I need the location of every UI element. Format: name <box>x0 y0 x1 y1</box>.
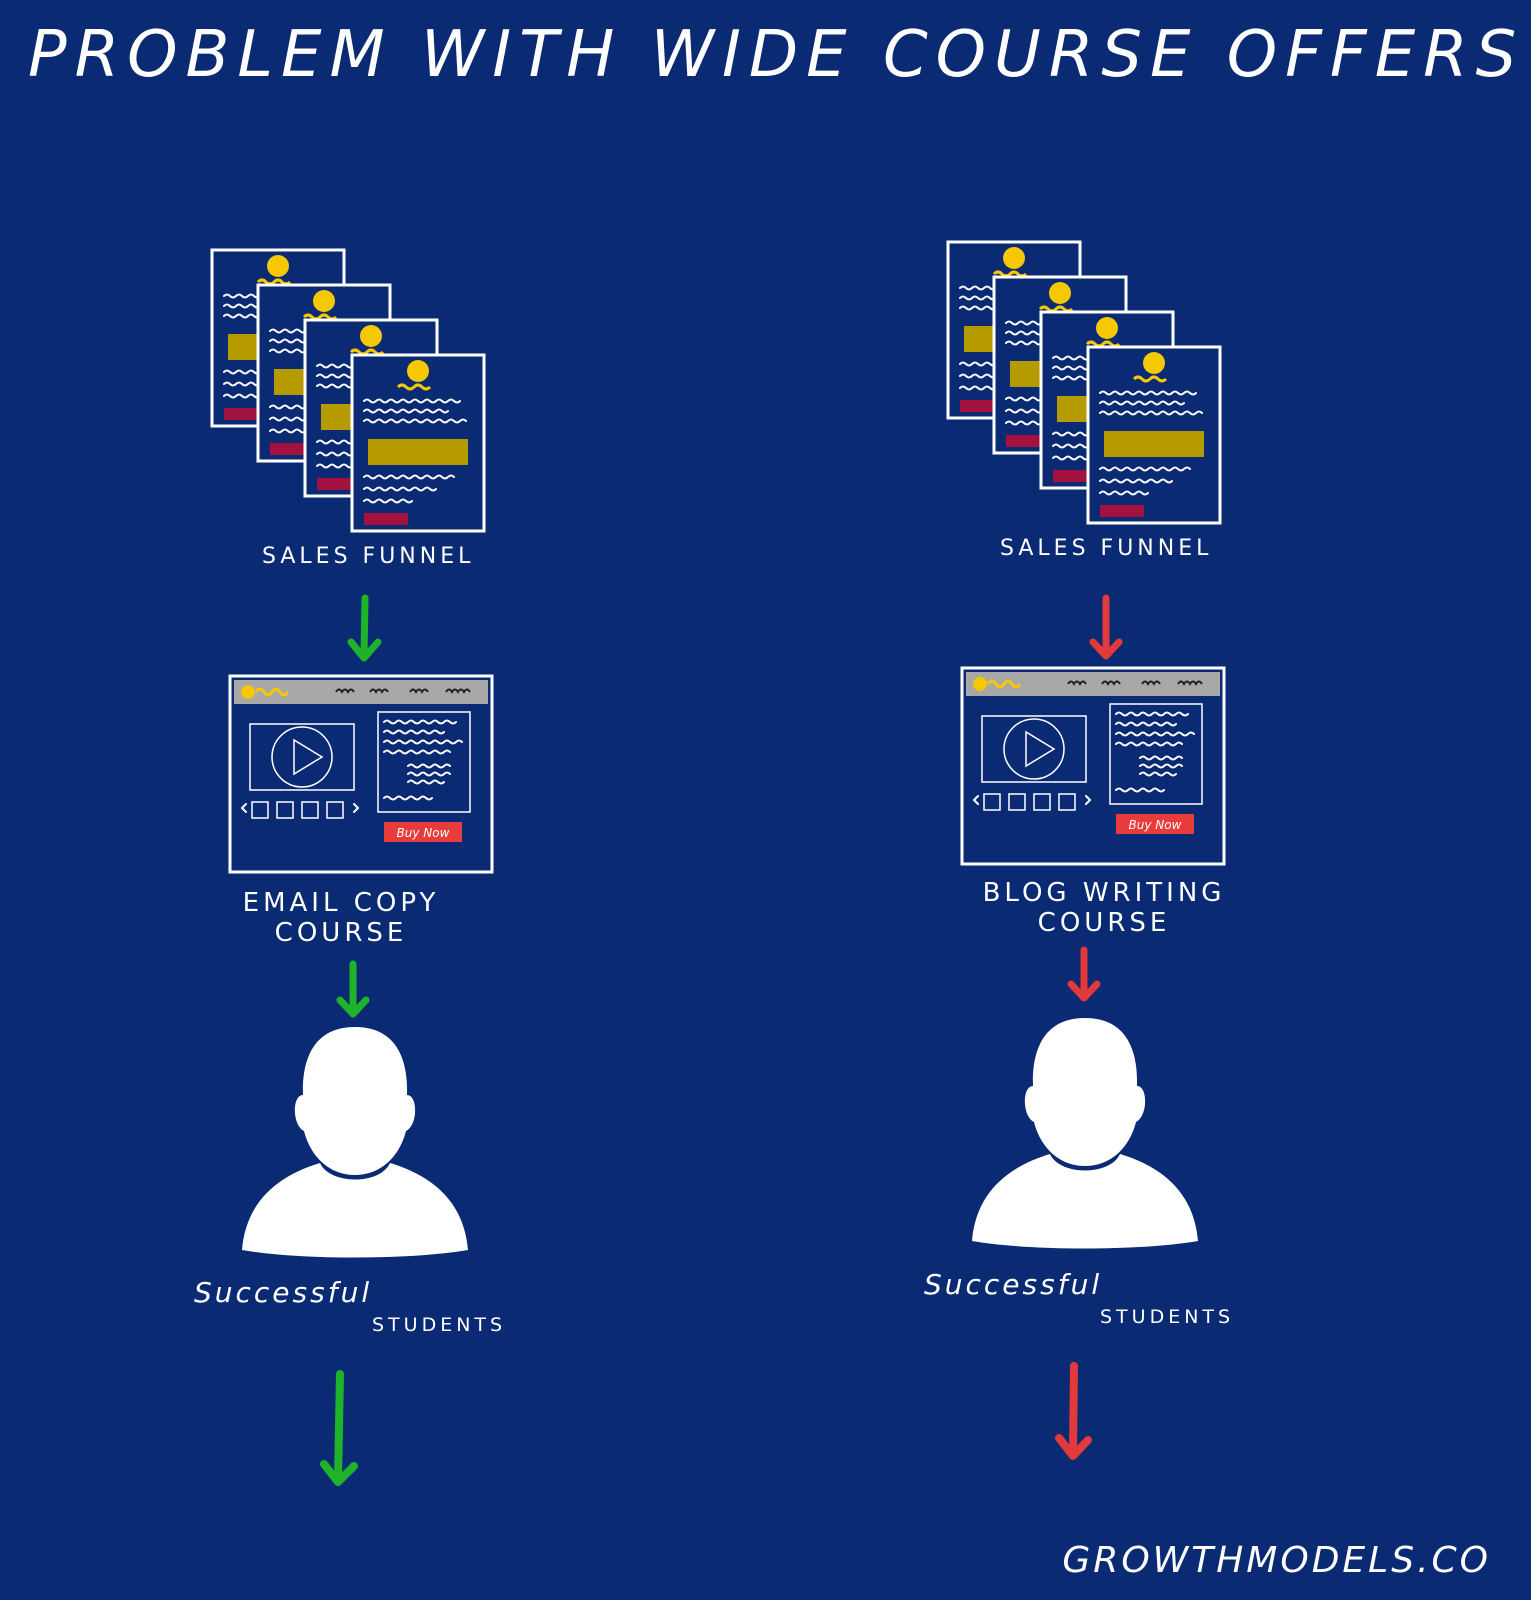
thumbnail <box>1058 793 1076 811</box>
cta-block <box>317 478 361 490</box>
student-avatar-icon <box>242 1027 468 1258</box>
course-description <box>1109 703 1203 805</box>
arrow-down-icon <box>1089 594 1123 660</box>
browser-window <box>960 666 1226 866</box>
arrow-down-icon <box>1067 946 1101 1002</box>
video-frame <box>249 723 355 791</box>
arrow-down-icon <box>347 594 382 662</box>
students-sublabel-left: Students <box>372 1314 507 1336</box>
footer-brand: Growthmodels.co <box>1062 1540 1491 1581</box>
nav-item <box>1101 680 1121 686</box>
logo-icon <box>1003 247 1025 269</box>
buy-now-button <box>384 822 462 842</box>
arrow-down-icon <box>320 1370 358 1486</box>
logo-icon <box>973 677 987 691</box>
course-label-left: Email Copy Course <box>228 888 454 948</box>
play-icon <box>271 726 333 788</box>
logo-icon <box>407 360 429 382</box>
course-page-right: Buy Now <box>960 666 1226 866</box>
logo-icon <box>1096 317 1118 339</box>
thumbnail <box>1008 793 1026 811</box>
students-label-left: Successful <box>194 1276 373 1309</box>
logo-icon <box>267 255 289 277</box>
chevron-left-icon <box>972 795 979 805</box>
nav-item <box>1177 680 1203 686</box>
cta-block <box>270 443 314 455</box>
thumbnail <box>1033 793 1051 811</box>
cta-block <box>1100 505 1144 517</box>
nav-item <box>369 688 389 694</box>
nav-item <box>1067 680 1087 686</box>
funnel-page <box>1086 345 1222 525</box>
course-page-left: Buy Now <box>228 674 494 874</box>
sales-funnel-pages-left <box>210 248 486 533</box>
nav-item <box>335 688 355 694</box>
course-label-line1: Email Copy <box>242 888 440 918</box>
course-label-line2: Course <box>274 918 408 948</box>
thumbnail <box>983 793 1001 811</box>
cta-block <box>1006 435 1050 447</box>
page-title: Problem with Wide Course Offers <box>28 18 1525 92</box>
thumbnail <box>326 801 344 819</box>
browser-header <box>234 680 488 704</box>
nav-item <box>445 688 471 694</box>
chevron-right-icon <box>353 803 360 813</box>
students-sublabel-right: Students <box>1100 1306 1235 1328</box>
nav-item <box>1141 680 1161 686</box>
content-block <box>368 439 468 465</box>
buy-now-label: Buy Now <box>397 826 450 840</box>
course-label-line2: Course <box>1037 908 1171 938</box>
logo-icon <box>313 290 335 312</box>
buy-now-button <box>1116 814 1194 834</box>
thumbnail <box>251 801 269 819</box>
cta-block <box>1053 470 1097 482</box>
sales-funnel-label-right: Sales Funnel <box>1000 536 1213 561</box>
content-block <box>1104 431 1204 457</box>
buy-now-label: Buy Now <box>1129 818 1182 832</box>
course-description <box>377 711 471 813</box>
logo-icon <box>241 685 255 699</box>
browser-header <box>966 672 1220 696</box>
arrow-down-icon <box>336 960 370 1018</box>
thumbnail <box>276 801 294 819</box>
cta-block <box>364 513 408 525</box>
video-frame <box>981 715 1087 783</box>
sales-funnel-label-left: Sales Funnel <box>262 544 475 569</box>
logo-icon <box>1143 352 1165 374</box>
play-icon <box>1003 718 1065 780</box>
course-label-right: Blog Writing Course <box>970 878 1238 938</box>
thumbnail <box>301 801 319 819</box>
arrow-down-icon <box>1055 1362 1092 1460</box>
student-avatar-icon <box>972 1018 1198 1249</box>
nav-item <box>409 688 429 694</box>
sales-funnel-pages-right <box>946 240 1222 525</box>
browser-window <box>228 674 494 874</box>
course-label-line1: Blog Writing <box>982 878 1226 908</box>
chevron-right-icon <box>1085 795 1092 805</box>
chevron-left-icon <box>240 803 247 813</box>
logo-icon <box>1049 282 1071 304</box>
students-label-right: Successful <box>924 1268 1103 1301</box>
logo-icon <box>360 325 382 347</box>
funnel-page <box>350 353 486 533</box>
